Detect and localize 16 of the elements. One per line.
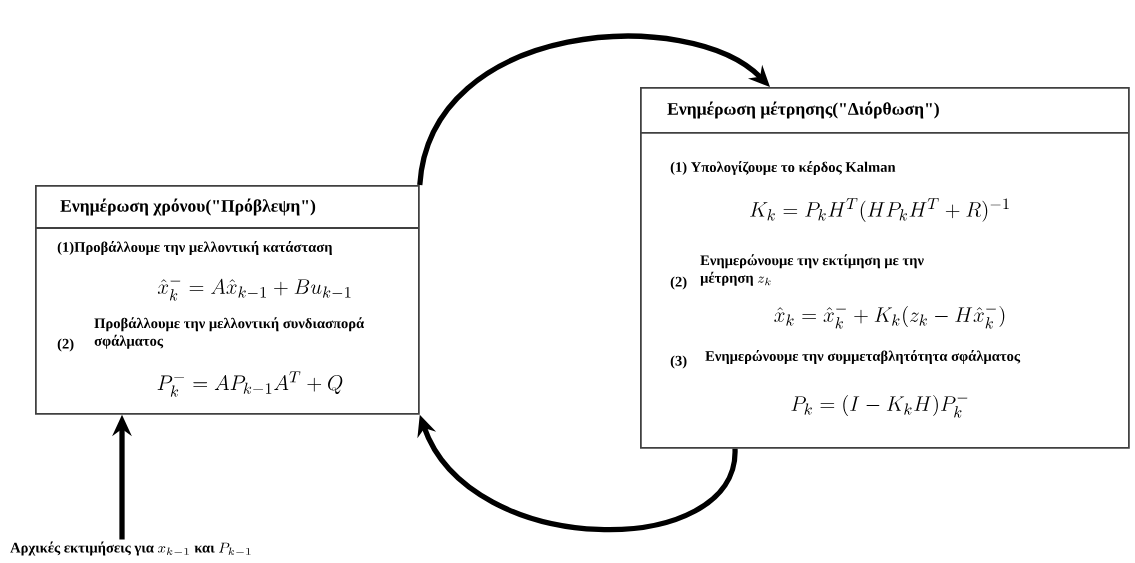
step-text: (1) Υπολογίζουμε το κέρδος Kalman: [670, 161, 896, 175]
caption-text: Αρχικές εκτιμήσεις για $x_{k-1}$ και $P_{k-1}$: [10, 541, 251, 556]
formula: $K_k = P_kH^T(HP_kH^T + R)^{-1}$: [750, 198, 1009, 222]
step-number: (2): [670, 276, 687, 290]
box-heading: Ενημέρωση χρόνου("Πρόβλεψη"): [60, 198, 316, 216]
formula: $P_k^{-} = AP_{k-1}A^T + Q$: [157, 371, 343, 397]
step-number: (2): [57, 338, 74, 352]
step-text: (1)Προβάλλουμε την μελλοντική κατάσταση: [57, 241, 332, 255]
step-text: Προβάλλουμε την μελλοντική συνδιασπορά σφάλματος: [94, 317, 365, 349]
step-number: (3): [670, 355, 687, 369]
box-heading: Ενημέρωση μέτρησης("Διόρθωση"): [667, 101, 939, 119]
formula: $P_k = (I - K_kH)P_k^{-}$: [791, 394, 968, 418]
formula: $\hat{x}_k = \hat{x}_k^{-} + K_k(z_k - H\hat{x}_k^{-})$: [774, 305, 1005, 329]
step-text: Ενημερώνουμε την εκτίμηση με την μέτρηση $z_k$: [700, 254, 924, 286]
formula: $\hat{x}_k^{-} = A\hat{x}_{k-1} + Bu_{k-1}$: [157, 278, 351, 301]
step-text: Ενημερώνουμε την συμμεταβλητότητα σφάλματος: [705, 350, 1021, 364]
